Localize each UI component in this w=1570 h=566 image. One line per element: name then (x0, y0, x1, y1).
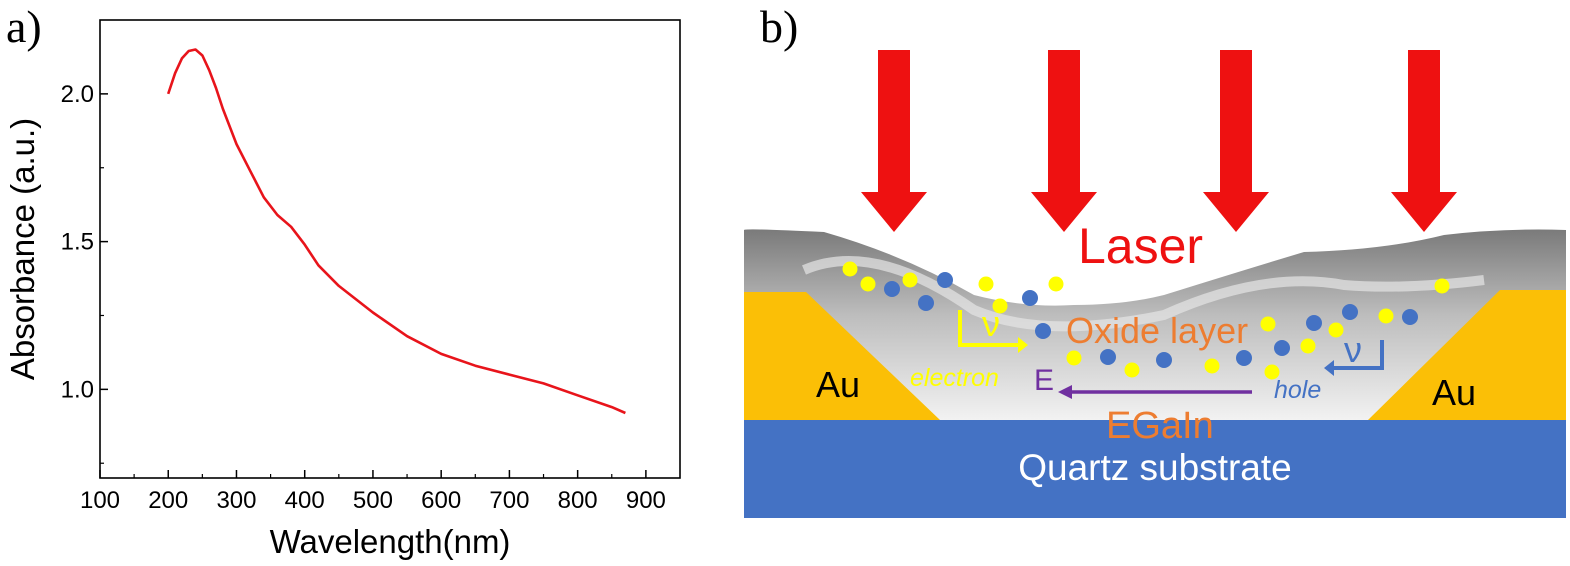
hole-label: hole (1274, 376, 1321, 404)
laser-arrow-icon (1391, 50, 1457, 232)
x-tick-label: 900 (626, 487, 666, 514)
laser-arrow-icon (1203, 50, 1269, 232)
electron-dot (1066, 350, 1082, 366)
x-tick-label: 400 (285, 487, 325, 514)
au-electrode-right (1368, 290, 1566, 420)
electric-field-arrowhead-icon (1058, 385, 1072, 399)
electron-dot (992, 298, 1008, 314)
au-electrode-left (744, 292, 940, 420)
electron-dot (978, 276, 994, 292)
device-schematic: ν ν Laser Oxide layer EGaIn Quartz subst… (744, 50, 1566, 518)
x-tick-label: 200 (148, 487, 188, 514)
panel-label-b: b) (760, 1, 799, 52)
plot-frame (99, 19, 681, 479)
y-axis-title: Absorbance (a.u.) (4, 118, 41, 380)
laser-label: Laser (1078, 218, 1203, 274)
x-tick-label: 800 (558, 487, 598, 514)
x-tick-label: 500 (353, 487, 393, 514)
oxide-layer-label: Oxide layer (1066, 310, 1248, 351)
hole-dot (1306, 315, 1322, 331)
hole-dot (1236, 350, 1252, 366)
electron-dot (1260, 316, 1276, 332)
nu-symbol-right: ν (1344, 329, 1362, 370)
egain-droplet (744, 229, 1566, 420)
electron-label: electron (910, 364, 999, 392)
hole-dots (884, 272, 1418, 368)
hole-dot (1100, 349, 1116, 365)
electron-dot (1300, 338, 1316, 354)
electron-dot (1328, 322, 1344, 338)
quartz-substrate-label: Quartz substrate (1018, 447, 1292, 488)
absorbance-line (166, 48, 626, 415)
laser-arrow-icon (1031, 50, 1097, 232)
photon-arrow-right-icon (1334, 340, 1384, 370)
electron-dot (1434, 278, 1450, 294)
photon-arrowhead-right-icon (1324, 360, 1334, 376)
y-tick-label: 2.0 (61, 81, 94, 108)
laser-arrows (861, 50, 1457, 232)
hole-dot (937, 272, 953, 288)
hole-dot (1022, 290, 1038, 306)
photon-arrow-left-icon (958, 310, 1018, 347)
absorbance-chart: 100 200 300 400 500 600 700 800 900 1.0 1.5 2.0 Wa… (4, 19, 681, 560)
x-tick-label: 100 (80, 487, 120, 514)
panel-label-a: a) (6, 1, 42, 52)
x-tick-label: 600 (421, 487, 461, 514)
photon-arrowhead-left-icon (1018, 337, 1028, 353)
laser-arrow-icon (861, 50, 927, 232)
hole-dot (1342, 304, 1358, 320)
x-tick-labels: 100 200 300 400 500 600 700 800 900 (80, 487, 666, 514)
electron-dot (842, 261, 858, 277)
electron-dots (842, 261, 1450, 380)
hole-dot (1402, 309, 1418, 325)
electron-dot (1048, 276, 1064, 292)
x-tick-label: 700 (489, 487, 529, 514)
field-label: E (1034, 364, 1054, 397)
electron-dot (1124, 362, 1140, 378)
hole-dot (1156, 352, 1172, 368)
electron-dot (860, 276, 876, 292)
au-right-label: Au (1432, 372, 1476, 413)
electron-dot (902, 272, 918, 288)
hole-dot (884, 281, 900, 297)
electron-dot (1378, 308, 1394, 324)
quartz-substrate (744, 420, 1566, 518)
egain-label: EGaIn (1106, 405, 1214, 447)
y-tick-label: 1.5 (61, 229, 94, 256)
au-left-label: Au (816, 364, 860, 405)
hole-dot (1274, 340, 1290, 356)
x-axis-title: Wavelength(nm) (270, 523, 511, 560)
y-tick-label: 1.0 (61, 376, 94, 403)
axis-ticks (99, 93, 647, 478)
y-tick-labels: 1.0 1.5 2.0 (61, 81, 94, 403)
nu-symbol-left: ν (982, 303, 1000, 344)
hole-dot (918, 295, 934, 311)
x-tick-label: 300 (216, 487, 256, 514)
hole-dot (1035, 323, 1051, 339)
electron-dot (1264, 364, 1280, 380)
electron-dot (1204, 358, 1220, 374)
